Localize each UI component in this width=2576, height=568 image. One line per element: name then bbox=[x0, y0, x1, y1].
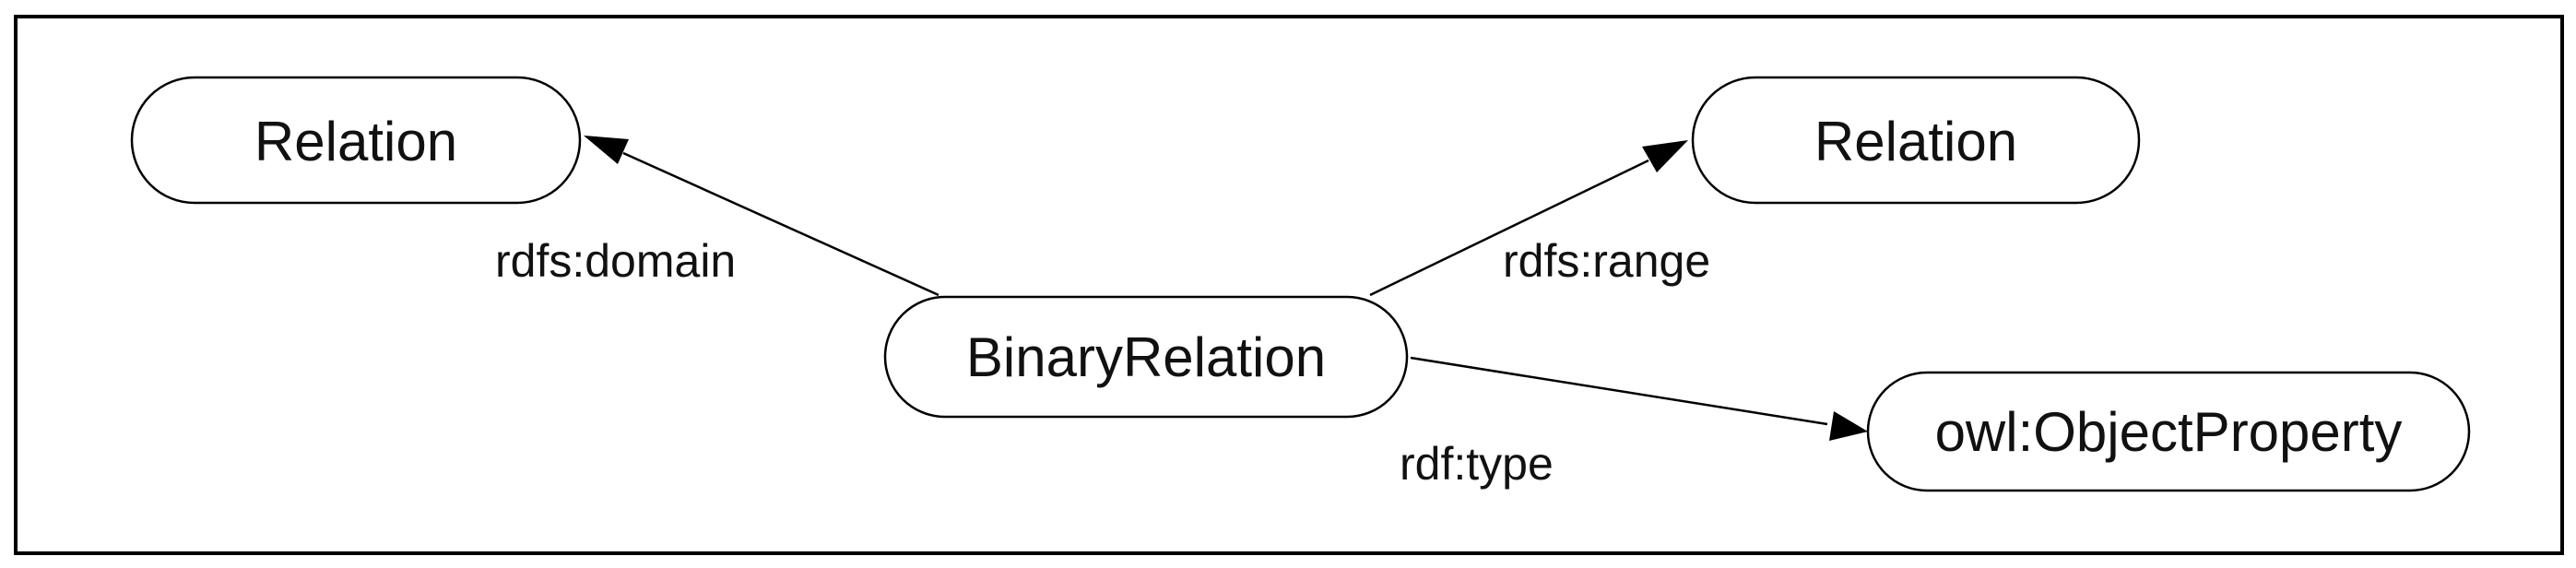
node-object-property-label: owl:ObjectProperty bbox=[1935, 401, 2403, 463]
node-domain-relation-shape bbox=[130, 76, 582, 205]
edge-domain-arrowhead bbox=[584, 136, 629, 164]
edge-range-arrowhead bbox=[1642, 140, 1688, 172]
edge-type: rdf:type bbox=[1400, 356, 1868, 490]
node-binary-relation-label: BinaryRelation bbox=[966, 326, 1326, 388]
edge-range-line bbox=[1369, 159, 1649, 297]
node-range-relation-shape bbox=[1691, 76, 2141, 205]
edge-domain: rdfs:domain bbox=[495, 136, 939, 297]
node-binary-relation: BinaryRelation bbox=[883, 295, 1409, 419]
node-object-property-shape bbox=[1866, 371, 2471, 492]
node-range-relation-label: Relation bbox=[1814, 111, 2017, 172]
diagram-frame bbox=[14, 15, 2564, 555]
node-binary-relation-shape bbox=[883, 295, 1409, 419]
node-object-property: owl:ObjectProperty bbox=[1866, 371, 2471, 492]
edge-type-line bbox=[1410, 356, 1828, 426]
edge-type-label: rdf:type bbox=[1400, 438, 1554, 490]
edge-domain-label: rdfs:domain bbox=[495, 235, 736, 287]
edge-domain-line bbox=[622, 151, 939, 297]
edge-type-arrowhead bbox=[1829, 411, 1868, 441]
node-range-relation: Relation bbox=[1691, 76, 2141, 205]
node-domain-relation: Relation bbox=[130, 76, 582, 205]
edge-range: rdfs:range bbox=[1369, 140, 1710, 297]
edge-range-label: rdfs:range bbox=[1503, 235, 1710, 287]
node-domain-relation-label: Relation bbox=[254, 111, 457, 172]
